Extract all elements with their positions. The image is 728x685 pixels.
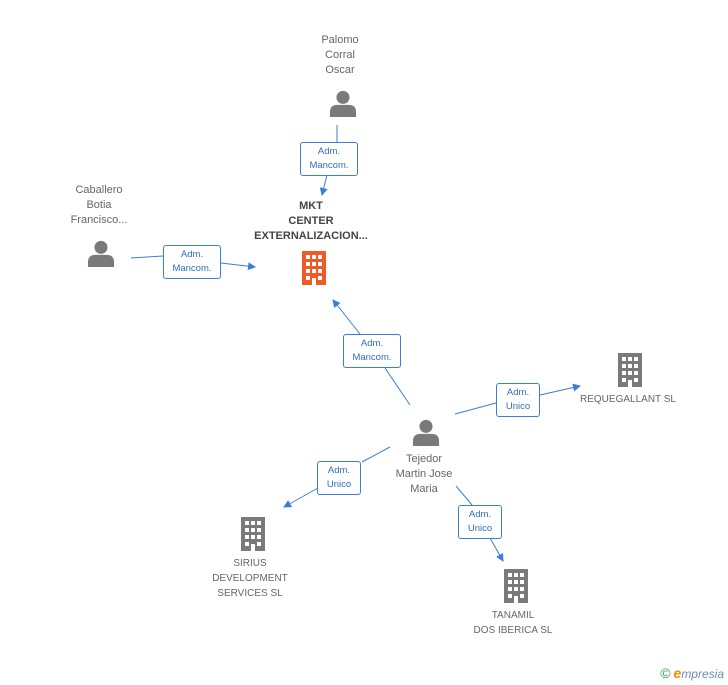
brand-name: mpresia xyxy=(681,667,724,681)
edge-badge-tejedor-requegallant: Adm.Unico xyxy=(496,383,540,417)
edge-badge-tejedor-tanamil: Adm.Unico xyxy=(458,505,502,539)
edge-badge-tejedor-sirius: Adm.Unico xyxy=(317,461,361,495)
building-icon-sirius[interactable] xyxy=(241,517,265,551)
node-label-requegallant[interactable]: REQUEGALLANT SL xyxy=(580,394,676,405)
person-icon-palomo[interactable] xyxy=(329,90,357,117)
node-label-mkt[interactable]: MKT CENTER EXTERNALIZACION... xyxy=(254,200,368,242)
building-icon-requegallant[interactable] xyxy=(618,353,642,387)
person-icon-caballero[interactable] xyxy=(87,240,115,267)
node-label-sirius[interactable]: SIRIUS DEVELOPMENT SERVICES SL xyxy=(212,558,288,599)
edge-badge-tejedor-mkt: Adm.Mancom. xyxy=(343,334,401,368)
building-icon-mkt[interactable] xyxy=(302,251,326,285)
edge-badge-palomo-mkt: Adm.Mancom. xyxy=(300,142,358,176)
edge-palomo-mkt xyxy=(322,125,338,195)
edge-tejedor-sirius xyxy=(284,446,391,507)
edge-badge-caballero-mkt: Adm.Mancom. xyxy=(163,245,221,279)
edge-tejedor-tanamil xyxy=(455,485,503,561)
building-icon-tanamil[interactable] xyxy=(504,569,528,603)
node-label-tejedor[interactable]: Tejedor Martin Jose Maria xyxy=(395,453,453,495)
node-label-tanamil[interactable]: TANAMIL DOS IBERICA SL xyxy=(473,610,553,636)
edge-caballero-mkt xyxy=(130,255,255,267)
node-label-caballero[interactable]: Caballero Botia Francisco... xyxy=(70,184,128,226)
edge-tejedor-mkt xyxy=(333,300,411,406)
empresia-brand[interactable]: ©empresia xyxy=(660,665,724,681)
brand-e: e xyxy=(673,665,682,681)
edge-tejedor-requegallant xyxy=(454,386,580,415)
node-label-palomo[interactable]: Palomo Corral Oscar xyxy=(321,34,359,76)
copyright-icon: © xyxy=(660,665,671,681)
person-icon-tejedor[interactable] xyxy=(412,419,440,446)
